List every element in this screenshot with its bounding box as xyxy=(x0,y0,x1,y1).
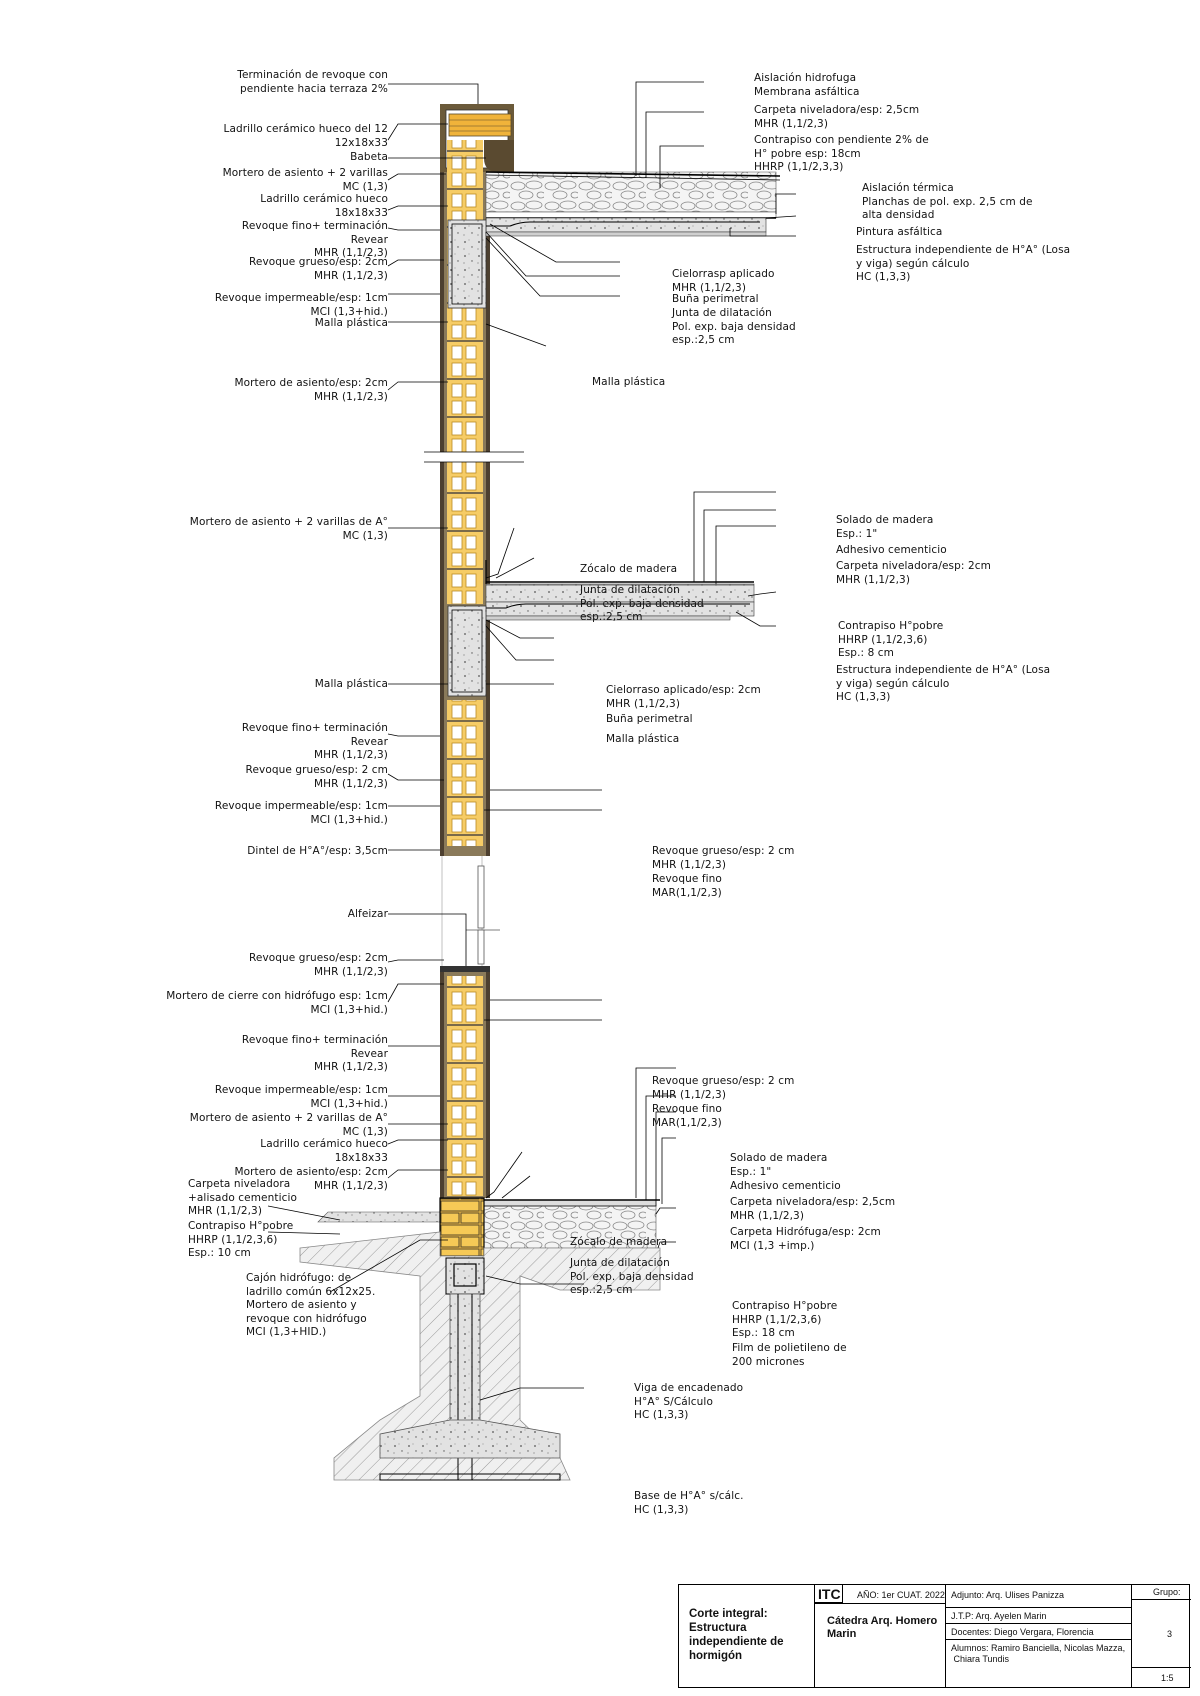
catedra-label: Cátedra Arq. Homero Marin xyxy=(827,1615,938,1640)
label-dintel: Dintel de H°A°/esp: 3,5cm xyxy=(247,845,388,857)
label-cajon-hidrofugo: Cajón hidrófugo: de ladrillo común 6x12x… xyxy=(246,1272,376,1339)
label-zocalo-madera-1: Zócalo de madera xyxy=(580,563,678,575)
floor-slab xyxy=(447,560,755,697)
label-contrapiso-ext: Contrapiso H°pobre HHRP (1,1/2,3,6) Esp.… xyxy=(188,1220,294,1260)
label-revoque-grueso-r1: Revoque grueso/esp: 2 cm MHR (1,1/2,3) xyxy=(652,845,795,871)
year-label: AÑO: 1er CUAT. 2022 xyxy=(857,1590,945,1600)
label-revoque-impermeable-3: Revoque impermeable/esp: 1cm MCI (1,3+hi… xyxy=(214,1084,388,1110)
label-contrapiso-3: Contrapiso H°pobre HHRP (1,1/2,3,6) Esp.… xyxy=(732,1300,838,1340)
label-buna-perimetral-2: Buña perimetral xyxy=(606,713,693,725)
label-revoque-fino-2: Revoque fino+ terminación Revear MHR (1,… xyxy=(241,722,388,762)
label-mortero-asiento-varillas-3: Mortero de asiento + 2 varillas de A° MC… xyxy=(189,1112,388,1138)
label-viga-encadenado: Viga de encadenado H°A° S/Cálculo HC (1,… xyxy=(634,1382,744,1422)
label-solado-madera-1: Solado de madera Esp.: 1" xyxy=(836,514,934,540)
label-cielorraso-1: Cielorrasp aplicado MHR (1,1/2,3) xyxy=(672,268,775,294)
label-adhesivo-2: Adhesivo cementicio xyxy=(730,1180,841,1192)
label-mortero-asiento-varillas: Mortero de asiento + 2 varillas MC (1,3) xyxy=(222,167,388,193)
label-revoque-grueso-r2: Revoque grueso/esp: 2 cm MHR (1,1/2,3) xyxy=(652,1075,795,1101)
label-adhesivo-1: Adhesivo cementicio xyxy=(836,544,947,556)
label-revoque-impermeable-1: Revoque impermeable/esp: 1cm MCI (1,3+hi… xyxy=(214,292,388,318)
label-estructura-losa-1: Estructura independiente de H°A° (Losa y… xyxy=(856,244,1071,284)
label-revoque-grueso-2: Revoque grueso/esp: 2 cm MHR (1,1/2,3) xyxy=(245,764,388,790)
lower-wall xyxy=(440,966,490,1198)
label-malla-plastica-2: Malla plástica xyxy=(314,678,388,690)
label-mortero-asiento-1: Mortero de asiento/esp: 2cm MHR (1,1/2,3… xyxy=(234,377,388,403)
label-base-hormigon: Base de H°A° s/cálc. HC (1,3,3) xyxy=(634,1490,744,1516)
itc-label: ITC xyxy=(818,1586,841,1602)
label-carpeta-niveladora-3: Carpeta niveladora/esp: 2,5cm MHR (1,1/2… xyxy=(730,1196,896,1222)
drawing-title: Corte integral: Estructura independiente… xyxy=(689,1608,784,1662)
label-revoque-grueso-3: Revoque grueso/esp: 2cm MHR (1,1/2,3) xyxy=(248,952,388,978)
alumnos-label: Alumnos: Ramiro Banciella, Nicolas Mazza… xyxy=(951,1643,1126,1664)
scale-value: 1:5 xyxy=(1161,1673,1174,1683)
label-zocalo-madera-2: Zócalo de madera xyxy=(570,1236,668,1248)
ground-floor xyxy=(299,1197,661,1481)
label-junta-dilatacion-3: Junta de dilatación Pol. exp. baja densi… xyxy=(570,1257,694,1297)
label-revoque-impermeable-2: Revoque impermeable/esp: 1cm MCI (1,3+hi… xyxy=(214,800,388,826)
label-revoque-fino-r2: Revoque fino MAR(1,1/2,3) xyxy=(652,1103,722,1129)
label-mortero-cierre: Mortero de cierre con hidrófugo esp: 1cm… xyxy=(166,990,388,1016)
label-malla-plastica-1: Malla plástica xyxy=(314,317,388,329)
adjunto-label: Adjunto: Arq. Ulises Panizza xyxy=(951,1590,1065,1600)
label-revoque-grueso-1: Revoque grueso/esp: 2cm MHR (1,1/2,3) xyxy=(248,256,388,282)
label-contrapiso-pendiente: Contrapiso con pendiente 2% de H° pobre … xyxy=(754,134,929,174)
grupo-label: Grupo: xyxy=(1153,1587,1181,1597)
window-opening xyxy=(441,856,500,966)
label-carpeta-hidrofuga: Carpeta Hidrófuga/esp: 2cm MCI (1,3 +imp… xyxy=(730,1226,881,1252)
grupo-value: 3 xyxy=(1167,1629,1173,1639)
label-aislacion-termica: Aislación térmica Planchas de pol. exp. … xyxy=(862,182,1033,222)
label-film-polietileno: Film de polietileno de 200 micrones xyxy=(732,1342,847,1368)
label-alfeizar: Alfeizar xyxy=(347,908,388,920)
label-junta-dilatacion-1: Junta de dilatación Pol. exp. baja densi… xyxy=(672,307,796,347)
label-malla-plastica-r1: Malla plástica xyxy=(592,376,666,388)
title-block: Corte integral: Estructura independiente… xyxy=(678,1584,1191,1688)
label-estructura-losa-2: Estructura independiente de H°A° (Losa y… xyxy=(836,664,1051,704)
docentes-label: Docentes: Diego Vergara, Florencia xyxy=(951,1627,1094,1637)
roof-slab xyxy=(447,171,781,309)
label-mortero-asiento-varillas-2: Mortero de asiento + 2 varillas de A° MC… xyxy=(189,516,388,542)
label-terminacion-revoque: Terminación de revoque con pendiente hac… xyxy=(237,69,388,95)
label-revoque-fino-3: Revoque fino+ terminación Revear MHR (1,… xyxy=(241,1034,388,1074)
label-malla-plastica-r2: Malla plástica xyxy=(606,733,680,745)
label-carpeta-niveladora-2: Carpeta niveladora/esp: 2cm MHR (1,1/2,3… xyxy=(836,560,991,586)
label-solado-madera-2: Solado de madera Esp.: 1" xyxy=(730,1152,828,1178)
label-ladrillo-hueco-18-b: Ladrillo cerámico hueco 18x18x33 xyxy=(260,1138,388,1164)
jtp-label: J.T.P: Arq. Ayelen Marin xyxy=(951,1611,1047,1621)
label-carpeta-niveladora-1: Carpeta niveladora/esp: 2,5cm MHR (1,1/2… xyxy=(754,104,920,130)
label-revoque-fino-r1: Revoque fino MAR(1,1/2,3) xyxy=(652,873,722,899)
label-ladrillo-hueco-12: Ladrillo cerámico hueco del 12 12x18x33 xyxy=(223,123,388,149)
label-aislacion-hidrofuga: Aislación hidrofuga Membrana asfáltica xyxy=(754,72,860,98)
label-junta-dilatacion-2: Junta de dilatación Pol. exp. baja densi… xyxy=(580,584,704,624)
label-mortero-asiento-2: Mortero de asiento/esp: 2cm MHR (1,1/2,3… xyxy=(234,1166,388,1192)
label-ladrillo-hueco-18: Ladrillo cerámico hueco 18x18x33 xyxy=(260,193,388,219)
label-revoque-fino-1: Revoque fino+ terminación Revear MHR (1,… xyxy=(241,220,388,260)
label-cielorraso-2: Cielorraso aplicado/esp: 2cm MHR (1,1/2,… xyxy=(606,684,761,710)
label-babeta: Babeta xyxy=(350,151,388,163)
label-contrapiso-2: Contrapiso H°pobre HHRP (1,1/2,3,6) Esp.… xyxy=(838,620,944,660)
leader-lines xyxy=(267,81,797,1401)
label-buna-perimetral-1: Buña perimetral xyxy=(672,293,759,305)
label-carpeta-niveladora-ext: Carpeta niveladora +alisado cementicio M… xyxy=(188,1178,298,1218)
label-pintura-asfaltica: Pintura asfáltica xyxy=(856,226,943,238)
